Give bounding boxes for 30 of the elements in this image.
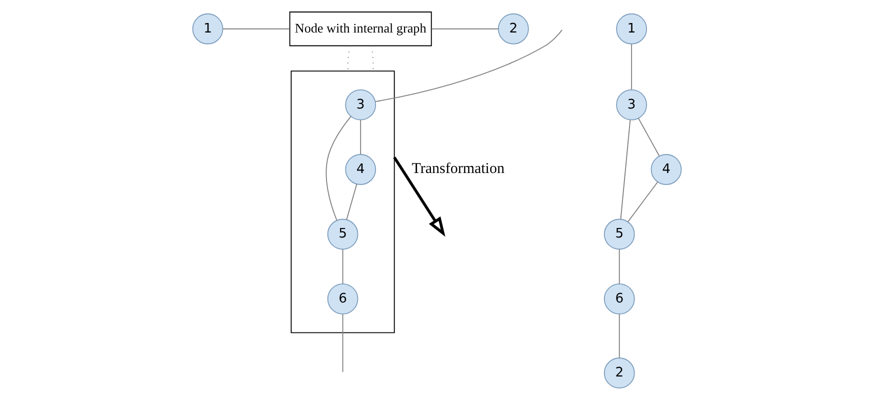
- node-circle: 1: [616, 13, 647, 44]
- node-circle: 3: [616, 89, 647, 120]
- connector: [346, 184, 357, 220]
- connector: [360, 120, 361, 155]
- node-box: Node with internal graph: [288, 12, 432, 46]
- connector: [342, 314, 343, 372]
- node-circle: 3: [344, 89, 376, 120]
- arrow: [392, 156, 445, 237]
- connector: [626, 182, 658, 222]
- node-circle: 4: [650, 154, 682, 185]
- connector: [430, 28, 498, 30]
- connector: [620, 119, 630, 220]
- node-circle: 4: [344, 154, 376, 185]
- node-circle: 6: [326, 283, 358, 314]
- connector: [325, 116, 351, 221]
- connector: [630, 44, 632, 90]
- cluster: [290, 70, 394, 334]
- node-circle: 5: [603, 218, 634, 250]
- connector: [637, 118, 660, 156]
- edge-label: Transformation: [411, 161, 504, 178]
- node-circle: 6: [603, 283, 634, 314]
- node-circle: 2: [497, 13, 528, 44]
- connector: [374, 29, 562, 102]
- connector: [222, 28, 290, 30]
- node-circle: 2: [603, 358, 634, 388]
- connector: [618, 248, 620, 284]
- connector: [342, 248, 343, 284]
- node-circle: 1: [192, 13, 223, 44]
- node-circle: 5: [326, 218, 358, 250]
- connector: [618, 314, 620, 358]
